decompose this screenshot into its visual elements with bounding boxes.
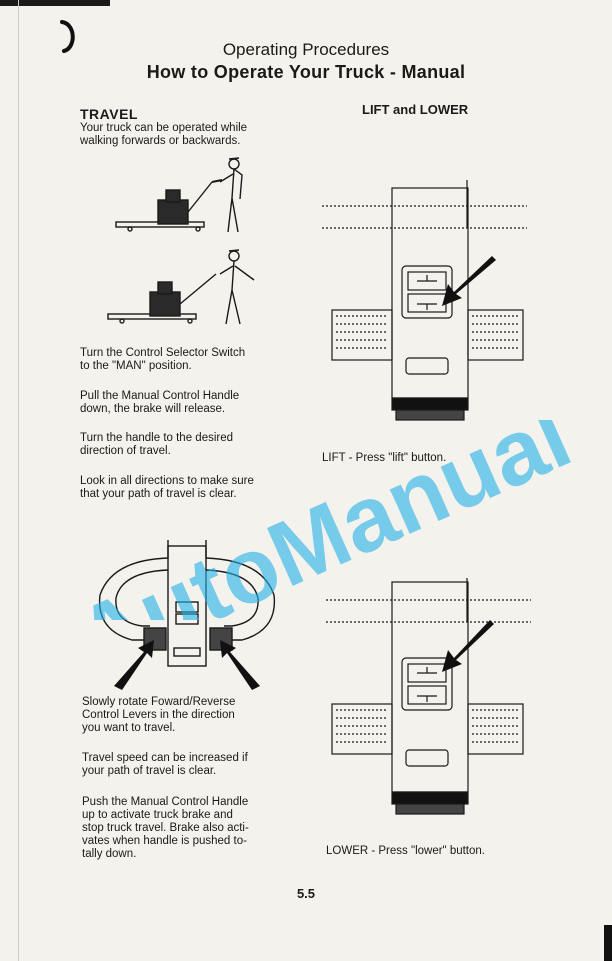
text-line: direction of travel. [80,445,171,457]
lower-button-figure [326,578,531,815]
travel-step-4: Look in all directions to make sure that… [80,475,254,501]
page-number: 5.5 [296,886,316,901]
travel-step-1: Turn the Control Selector Switch to the … [80,347,245,373]
page-title: Operating Procedures [222,40,390,59]
travel-step-7: Push the Manual Control Handle up to act… [82,796,249,861]
lift-caption: LIFT - Press "lift" button. [322,452,447,464]
text-line: you want to travel. [82,722,176,734]
text-line: Push the Manual Control Handle [82,796,249,808]
text-line: Turn the handle to the desired [80,432,234,444]
walking-backward-figure [107,249,255,325]
control-handle-figure [98,540,276,690]
scan-corner-mark [0,0,110,18]
text-line: Travel speed can be increased if [82,752,248,764]
text-line: up to activate truck brake and [82,809,233,821]
travel-step-6: Travel speed can be increased if your pa… [82,752,248,778]
curl-mark [60,20,75,53]
text-line: vates when handle is pushed to- [82,835,247,847]
text-line: Your truck can be operated while [80,122,248,134]
text-line: down, the brake will release. [80,403,226,415]
scan-edge-bar [604,925,612,961]
text-line: tally down. [82,848,137,860]
travel-step-3: Turn the handle to the desired direction… [80,432,233,458]
walking-forward-figure [115,157,243,233]
text-line: walking forwards or backwards. [80,135,241,147]
lift-button-figure [322,180,527,421]
text-line: your path of travel is clear. [82,765,217,777]
lower-caption: LOWER - Press "lower" button. [326,845,485,857]
travel-step-5: Slowly rotate Foward/Reverse Control Lev… [82,696,235,735]
text-line: Control Levers in the direction [82,709,235,721]
text-line: Pull the Manual Control Handle [80,390,240,402]
lift-lower-heading: LIFT and LOWER [362,102,469,117]
binding-edge [18,0,19,961]
text-line: Slowly rotate Foward/Reverse [82,696,236,708]
text-line: Look in all directions to make sure [80,475,254,487]
text-line: that your path of travel is clear. [80,488,237,500]
travel-intro: Your truck can be operated while walking… [80,122,247,148]
page-subtitle: How to Operate Your Truck - Manual [146,62,466,82]
travel-heading: TRAVEL [80,106,138,122]
text-line: to the "MAN" position. [80,360,192,372]
travel-step-2: Pull the Manual Control Handle down, the… [80,390,239,416]
text-line: Turn the Control Selector Switch [80,347,246,359]
text-line: stop truck travel. Brake also acti- [82,822,249,834]
